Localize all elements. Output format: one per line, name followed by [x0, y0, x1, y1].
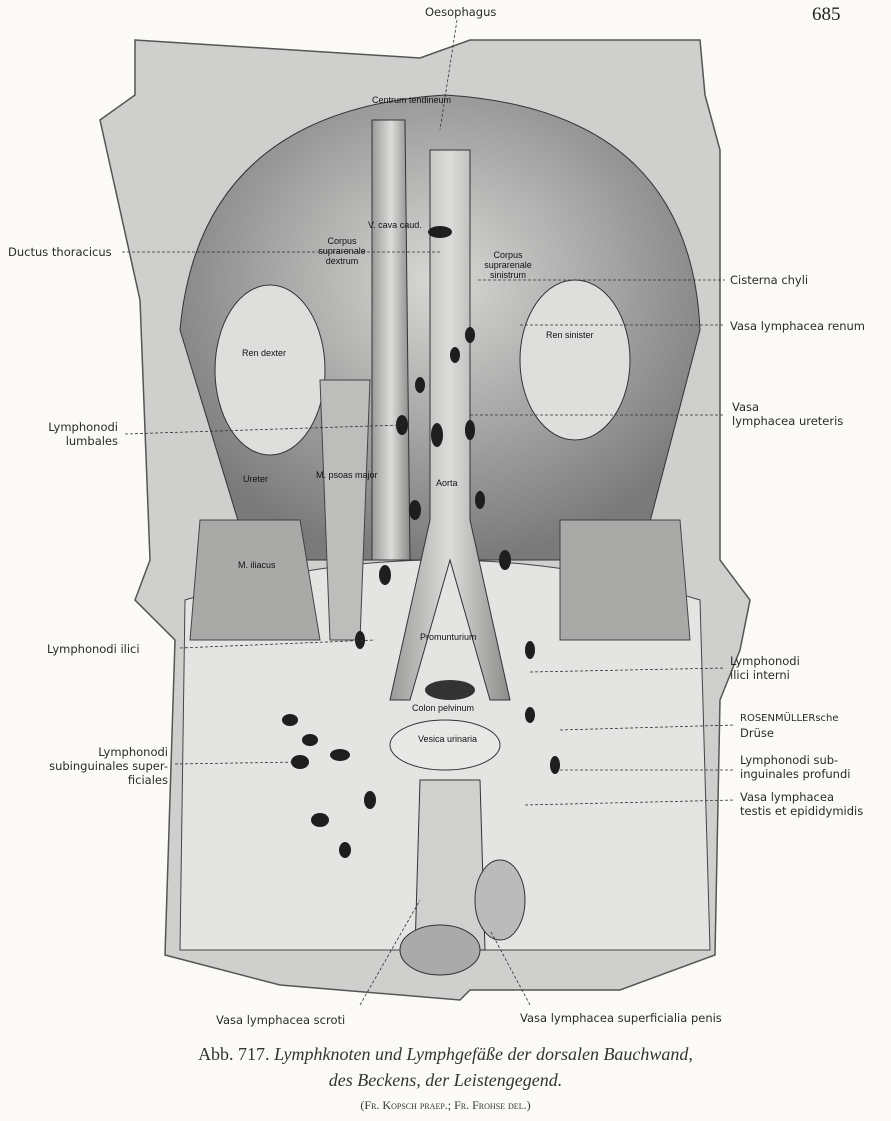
label-vasa-lymphacea-scroti: Vasa lymphacea scroti	[216, 1013, 346, 1027]
label-iliacus: M. iliacus	[238, 560, 276, 570]
label-line: Lymphonodi	[730, 654, 800, 668]
label-line: Vasa lymphacea	[740, 790, 834, 804]
page-number: 685	[812, 4, 841, 25]
label-ren-sinister: Ren sinister	[546, 330, 594, 340]
label-ureter: Ureter	[243, 474, 269, 484]
label-line: testis et epididymidis	[740, 804, 864, 818]
iliacus-muscle	[189, 519, 321, 641]
figure-caption-line2: des Beckens, der Leistengegend.	[0, 1070, 891, 1091]
label-vena-cava: V. cava caud.	[368, 220, 422, 230]
iliacus-muscle-left	[559, 519, 691, 641]
anatomical-illustration	[99, 19, 751, 1006]
label-line: lumbales	[65, 434, 118, 448]
figure-number: Abb. 717.	[198, 1044, 270, 1064]
label-line: lymphacea ureteris	[732, 414, 844, 428]
label-line: subinguinales super-	[49, 759, 168, 773]
label-corpus-suprarenale-sinistrum: Corpus suprarenale sinistrum	[484, 250, 532, 280]
label-line: ilici interni	[730, 668, 790, 682]
scrotum	[399, 924, 481, 976]
vena-cava	[371, 119, 411, 561]
label-vesica: Vesica urinaria	[418, 734, 478, 744]
label-line: ROSENMÜLLERsche	[740, 713, 839, 724]
penis	[414, 779, 486, 951]
label-cisterna-chyli: Cisterna chyli	[730, 273, 809, 287]
caption-title-line2: des Beckens, der Leistengegend.	[328, 1070, 563, 1090]
label-line: Lymphonodi sub-	[740, 753, 839, 767]
testis	[474, 859, 526, 941]
label-ren-dexter: Ren dexter	[242, 348, 287, 358]
kidney-left	[519, 279, 631, 441]
label-colon: Colon pelvinum	[412, 703, 475, 713]
figure-caption: Abb. 717. Lymphknoten und Lymphgefäße de…	[0, 1044, 891, 1065]
label-line: inguinales profundi	[740, 767, 851, 781]
lymph-nodes	[282, 226, 560, 858]
label-vasa-lymphacea-renum: Vasa lymphacea renum	[730, 319, 865, 333]
label-corpus-suprarenale-dextrum: Corpus suprarenale dextrum	[318, 236, 366, 266]
label-line: ficiales	[127, 773, 168, 787]
label-line: Lymphonodi	[48, 420, 118, 434]
kidney-right	[214, 284, 326, 456]
label-ductus-thoracicus: Ductus thoracicus	[8, 245, 112, 259]
figure-credit: (Fr. Kopsch praep.; Fr. Frohse del.)	[360, 1098, 531, 1112]
label-centrum-tendineum: Centrum tendineum	[372, 95, 452, 105]
label-subinguinales-profundi: Lymphonodi sub-inguinales profundi	[740, 753, 850, 781]
label-oesophagus: Oesophagus	[425, 5, 497, 19]
label-line: Vasa	[732, 400, 760, 414]
label-lymphonodi-ilici: Lymphonodi ilici	[47, 642, 140, 656]
bladder	[389, 719, 501, 771]
label-line: Lymphonodi	[98, 745, 168, 759]
label-line: Drüse	[740, 726, 774, 740]
label-psoas: M. psoas major	[316, 470, 378, 480]
rectum	[425, 680, 475, 700]
leader-lines	[122, 19, 736, 1006]
label-aorta: Aorta	[436, 478, 458, 488]
label-vasa-lymphacea-penis: Vasa lymphacea superficialia penis	[520, 1011, 722, 1025]
label-promunturium: Promunturium	[420, 632, 477, 642]
caption-title-line1: Lymphknoten und Lymphgefäße der dorsalen…	[274, 1044, 693, 1064]
